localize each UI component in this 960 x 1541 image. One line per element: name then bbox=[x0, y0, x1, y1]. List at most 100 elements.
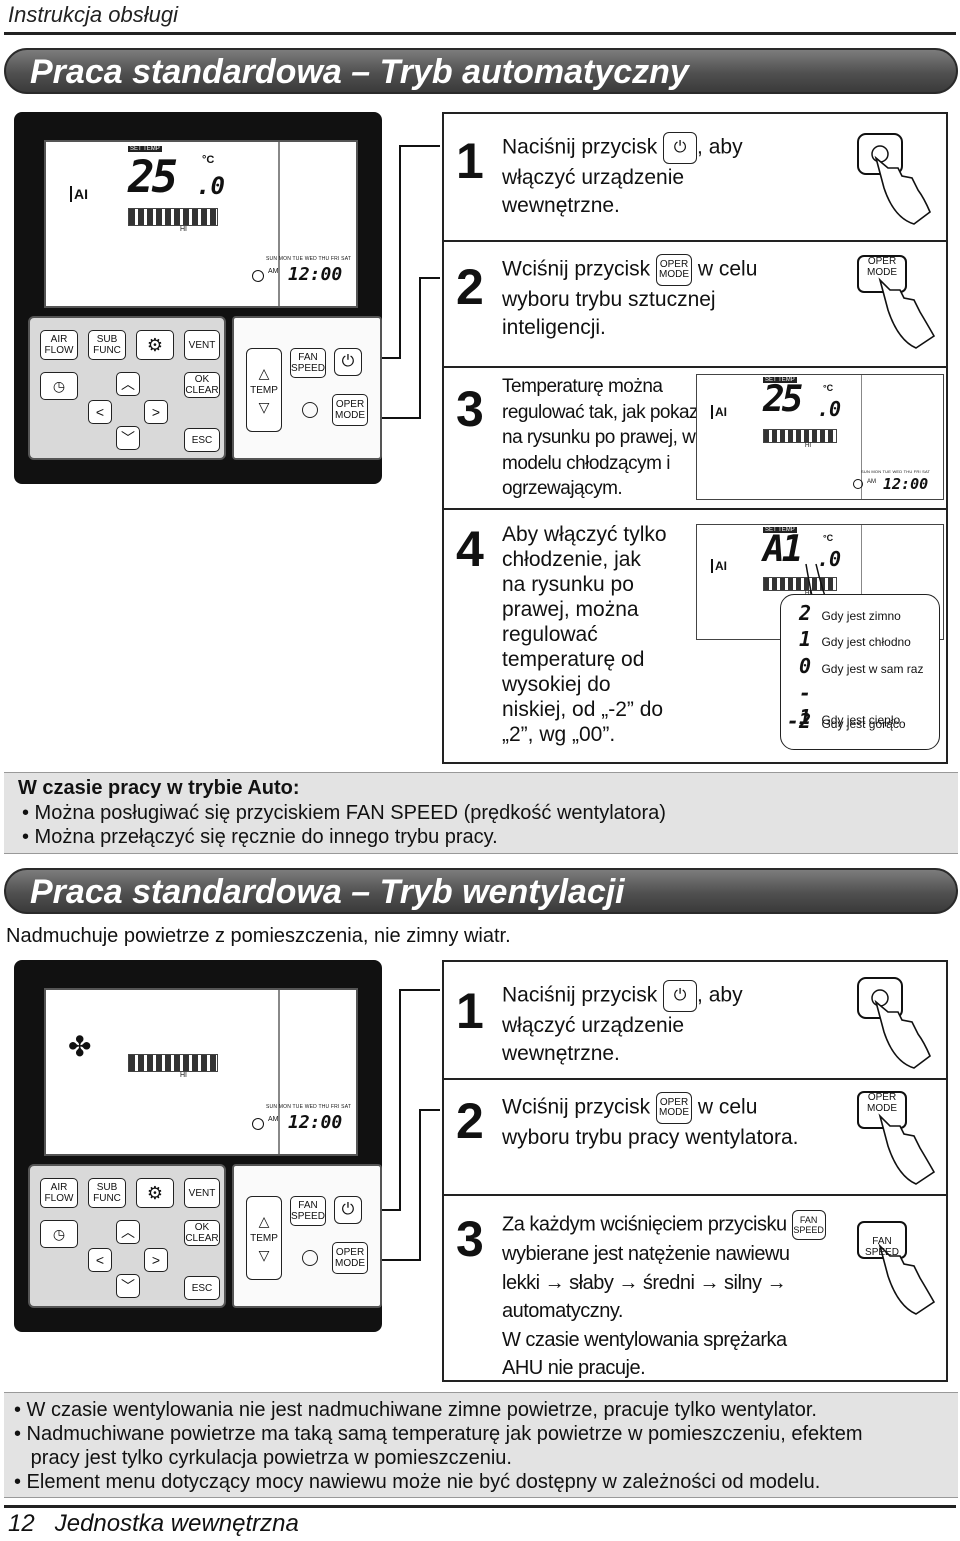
section1-banner: Praca standardowa – Tryb automatyczny bbox=[4, 48, 958, 94]
sub-func-button[interactable]: SUB FUNC bbox=[88, 330, 126, 360]
section2-subtitle: Nadmuchuje powietrze z pomieszczenia, ni… bbox=[6, 925, 511, 947]
section1-title: Praca standardowa – Tryb automatyczny bbox=[30, 53, 689, 91]
header-title: Instrukcja obsługi bbox=[8, 2, 178, 27]
footer: 12 Jednostka wewnętrzna bbox=[8, 1510, 299, 1538]
note-line: • Można przełączyć się ręcznie do innego… bbox=[22, 826, 498, 848]
temp-decimal: .0 bbox=[196, 172, 225, 200]
temp-label: TEMP bbox=[250, 1232, 278, 1244]
chevron-left-icon: < bbox=[95, 403, 105, 420]
section2-banner: Praca standardowa – Tryb wentylacji bbox=[4, 868, 958, 914]
down-button[interactable]: ﹀ bbox=[116, 1274, 140, 1298]
settings-button[interactable]: ⚙ bbox=[136, 1178, 174, 1208]
vent-button[interactable]: VENT bbox=[184, 1178, 220, 1208]
step-4-box: 4 Aby włączyć tylko chłodzenie, jak na r… bbox=[442, 508, 948, 764]
lcd-display: ✤ HI SUN MON TUE WED THU FRI SAT AM 12:0… bbox=[44, 988, 358, 1156]
sub-func-button[interactable]: SUB FUNC bbox=[88, 1178, 126, 1208]
hand-pressing-oper-mode-icon bbox=[857, 255, 936, 349]
vent-button[interactable]: VENT bbox=[184, 330, 220, 360]
hand-pressing-fan-speed-icon bbox=[857, 1221, 936, 1315]
note-line: pracy jest tylko cyrkulacja powietrza w … bbox=[14, 1447, 512, 1469]
ok-clear-button[interactable]: OK CLEAR bbox=[184, 372, 220, 398]
temp-unit: °C bbox=[823, 533, 834, 543]
vent-step-1-number: 1 bbox=[456, 983, 484, 1039]
power-icon: ⏻ bbox=[341, 1201, 355, 1218]
power-icon: ⏻ bbox=[341, 353, 355, 370]
clock-value: 12:00 bbox=[288, 1112, 343, 1133]
chevron-up-icon: ︿ bbox=[121, 1223, 135, 1240]
chevron-up-icon: ︿ bbox=[121, 375, 135, 392]
ok-clear-button[interactable]: OK CLEAR bbox=[184, 1220, 220, 1246]
fan-speed-button[interactable]: FAN SPEED bbox=[290, 1196, 326, 1226]
remote-controller-auto: SET TEMP 25 .0 °C HI AI SUN MON TUE WED … bbox=[14, 112, 382, 484]
button-panel-right: △ TEMP ▽ FAN SPEED ⏻ OPER MODE bbox=[232, 1164, 382, 1308]
fan-label: HI bbox=[805, 443, 811, 449]
clock-value: 12:00 bbox=[288, 264, 343, 285]
oper-mode-button-icon: OPER MODE bbox=[656, 1092, 693, 1124]
vent-step-3-box: 3 Za każdym wciśnięciem przycisku FAN SP… bbox=[442, 1194, 948, 1382]
timer-button[interactable]: ◷ bbox=[40, 1220, 78, 1248]
right-button[interactable]: > bbox=[144, 400, 168, 424]
chevron-down-icon: ﹀ bbox=[121, 1277, 135, 1294]
temp-level-row: - 1 Gdy jest ciepło bbox=[798, 681, 901, 729]
air-flow-button[interactable]: AIR FLOW bbox=[40, 330, 78, 360]
oper-mode-hand-label: OPER MODE bbox=[867, 1092, 897, 1114]
up-button[interactable]: ︿ bbox=[116, 372, 140, 396]
set-temp-label: SET TEMP bbox=[763, 377, 797, 383]
auto-mode-note: W czasie pracy w trybie Auto: • Można po… bbox=[4, 772, 958, 854]
temp-level-row: 0 Gdy jest w sam raz bbox=[798, 654, 924, 678]
round-indicator bbox=[302, 1250, 318, 1266]
up-button[interactable]: ︿ bbox=[116, 1220, 140, 1244]
step-3-lcd: AI SET TEMP 25 .0 °C HI SUN MON TUE WED … bbox=[696, 374, 944, 500]
button-panel-left: AIR FLOW SUB FUNC ⚙ VENT ◷ ︿ < > ﹀ OK CL… bbox=[28, 316, 226, 460]
temp-value: 25 bbox=[128, 152, 178, 203]
power-button-icon: ⏻ bbox=[663, 132, 698, 164]
gear-icon: ⚙ bbox=[146, 1182, 164, 1203]
connector-lines-1 bbox=[382, 145, 440, 419]
oper-mode-button[interactable]: OPER MODE bbox=[332, 394, 368, 426]
air-flow-button[interactable]: AIR FLOW bbox=[40, 1178, 78, 1208]
vent-step-3-text: Za każdym wciśnięciem przycisku FAN SPEE… bbox=[502, 1210, 826, 1383]
ai-decimal: .0 bbox=[817, 547, 842, 571]
button-panel-right: △ TEMP ▽ FAN SPEED ⏻ OPER MODE bbox=[232, 316, 382, 460]
ampm-label: AM bbox=[268, 1116, 279, 1123]
lcd-divider bbox=[861, 375, 862, 499]
power-button[interactable]: ⏻ bbox=[334, 1196, 362, 1224]
ai-icon: AI bbox=[711, 559, 727, 573]
header-rule bbox=[4, 32, 956, 35]
temp-value: 25 bbox=[763, 379, 803, 420]
settings-button[interactable]: ⚙ bbox=[136, 330, 174, 360]
ampm-label: AM bbox=[867, 479, 876, 485]
esc-button[interactable]: ESC bbox=[184, 428, 220, 452]
temp-button[interactable]: △ TEMP ▽ bbox=[246, 348, 282, 432]
temp-level-row: 2 Gdy jest zimno bbox=[798, 601, 901, 625]
footer-rule bbox=[4, 1505, 956, 1508]
temp-level-row: 1 Gdy jest chłodno bbox=[798, 627, 911, 651]
fan-speed-bar bbox=[128, 1054, 218, 1072]
step-1-box: 1 Naciśnij przycisk ⏻, aby włączyć urząd… bbox=[442, 112, 948, 242]
left-button[interactable]: < bbox=[88, 400, 112, 424]
ampm-label: AM bbox=[268, 268, 279, 275]
footer-title: Jednostka wewnętrzna bbox=[54, 1510, 299, 1537]
ai-icon: AI bbox=[70, 186, 88, 202]
fan-icon: ✤ bbox=[68, 1031, 92, 1062]
fan-speed-button[interactable]: FAN SPEED bbox=[290, 348, 326, 378]
oper-mode-button[interactable]: OPER MODE bbox=[332, 1242, 368, 1274]
esc-button[interactable]: ESC bbox=[184, 1276, 220, 1300]
chevron-right-icon: > bbox=[151, 1251, 161, 1268]
temp-unit: °C bbox=[823, 383, 834, 393]
left-button[interactable]: < bbox=[88, 1248, 112, 1272]
right-button[interactable]: > bbox=[144, 1248, 168, 1272]
fan-speed-bar bbox=[763, 577, 837, 591]
lcd-divider bbox=[278, 990, 280, 1154]
clock-icon: ◷ bbox=[52, 1225, 66, 1242]
power-button[interactable]: ⏻ bbox=[334, 348, 362, 376]
note-line: • Nadmuchiwane powietrze ma taką samą te… bbox=[14, 1423, 863, 1445]
step-4-text: Aby włączyć tylko chłodzenie, jak na rys… bbox=[502, 523, 667, 746]
remote-controller-vent: ✤ HI SUN MON TUE WED THU FRI SAT AM 12:0… bbox=[14, 960, 382, 1332]
temp-button[interactable]: △ TEMP ▽ bbox=[246, 1196, 282, 1280]
hand-pressing-power-icon bbox=[857, 977, 931, 1069]
note-title: W czasie pracy w trybie Auto: bbox=[18, 777, 300, 799]
timer-button[interactable]: ◷ bbox=[40, 372, 78, 400]
down-button[interactable]: ﹀ bbox=[116, 426, 140, 450]
lcd-divider bbox=[861, 525, 862, 639]
